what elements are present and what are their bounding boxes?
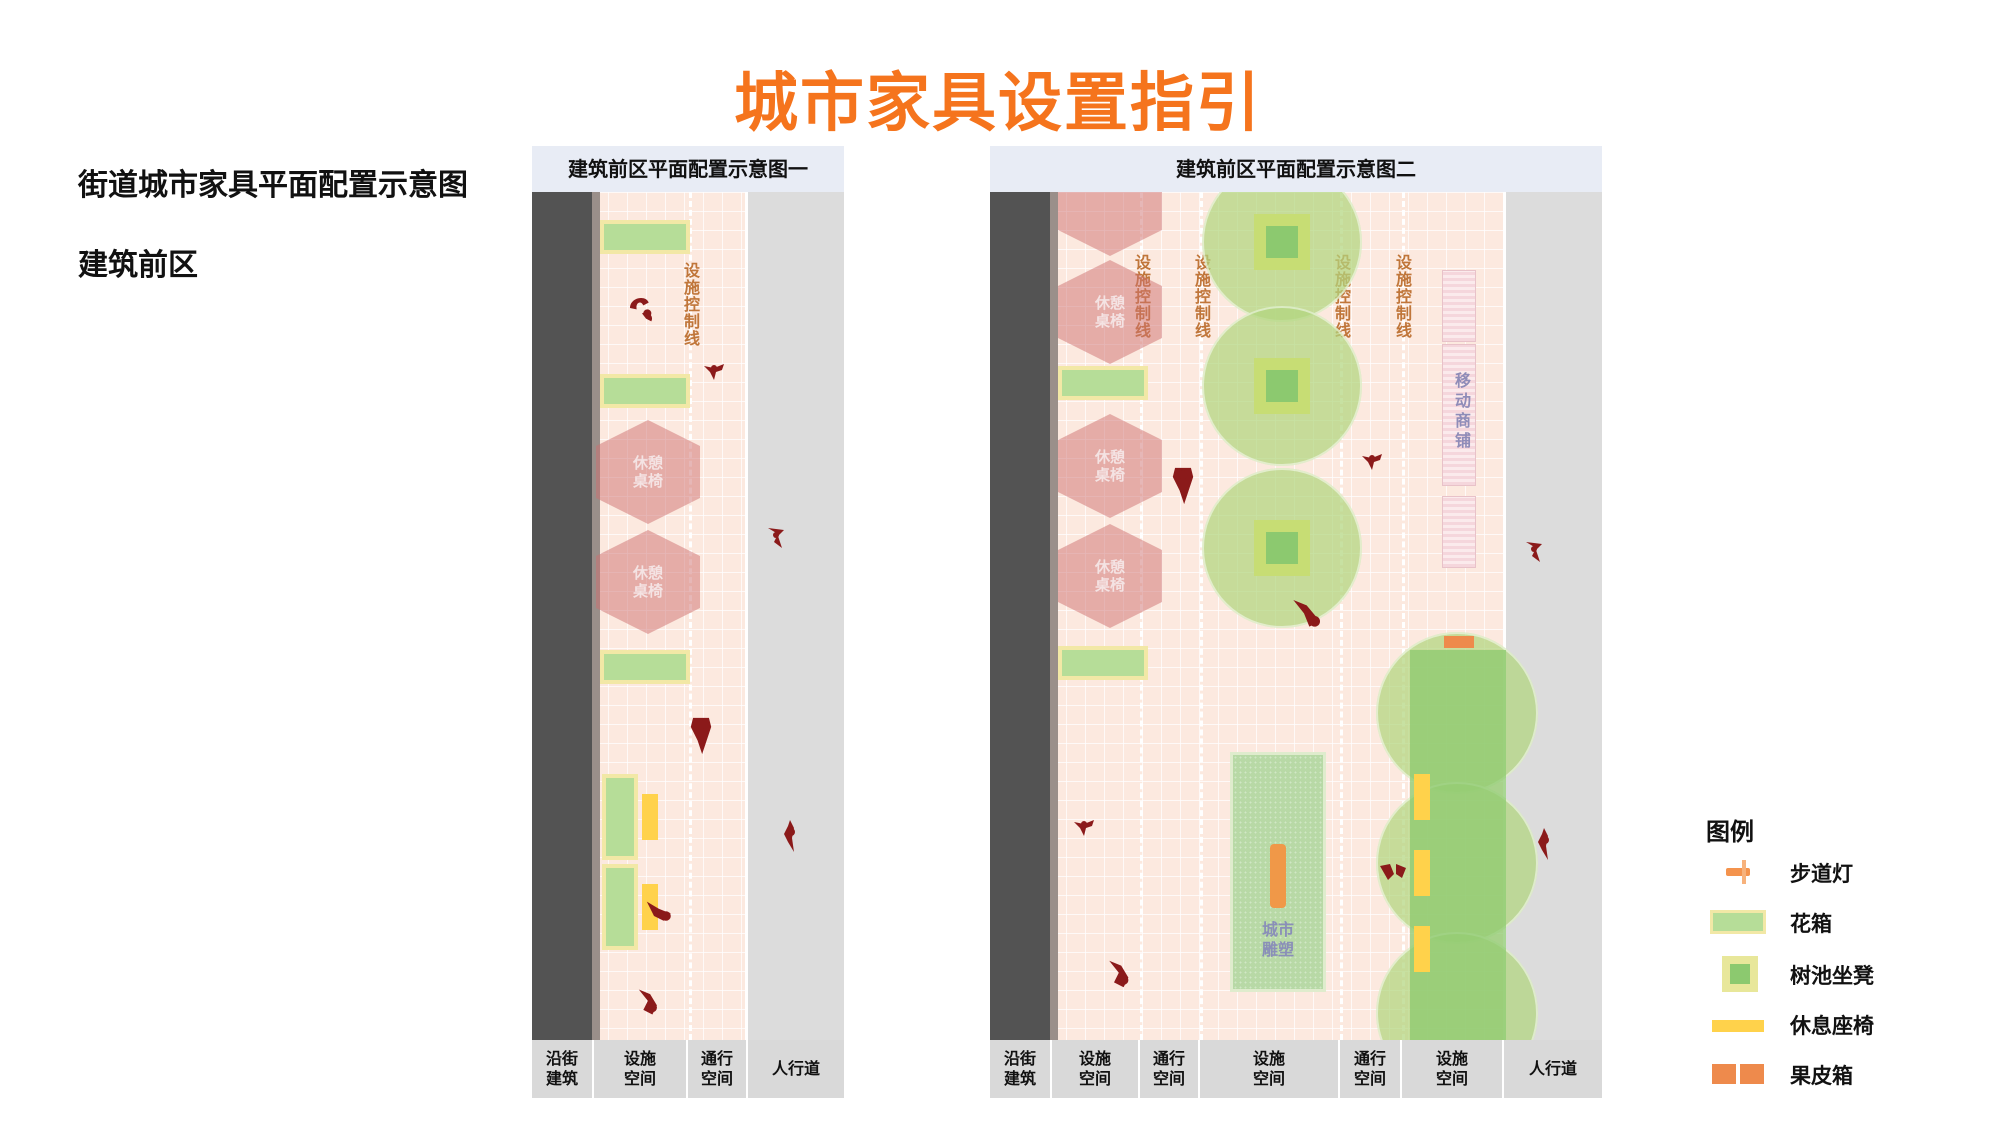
panel2-footer-facility: 设施 空间 — [1402, 1040, 1502, 1098]
tree-pit-bench — [1254, 358, 1310, 414]
panel2-footer-facility: 设施 空间 — [1200, 1040, 1338, 1098]
person-icon — [690, 717, 712, 755]
mobile-shop — [1442, 496, 1476, 568]
tree-pit-bench — [1254, 214, 1310, 270]
tree-pit-bench — [1254, 520, 1310, 576]
panel2-rest-table: 休憩 桌椅 — [1058, 524, 1162, 628]
person-icon — [638, 989, 657, 1015]
panel2-footer-sidewalk: 人行道 — [1504, 1040, 1602, 1098]
mobile-shop-label: 移动商铺 — [1452, 372, 1471, 452]
page-title: 城市家具设置指引 — [734, 67, 1262, 141]
panel2-rest-table: 休憩 桌椅 — [1058, 414, 1162, 518]
panel2-control-line — [1402, 192, 1405, 1040]
person-icon — [768, 528, 784, 548]
rest-table-label: 休憩 桌椅 — [632, 564, 663, 600]
person-icon — [1109, 960, 1129, 988]
legend-title: 图例 — [1706, 818, 1754, 846]
heading-street-furniture-plan: 街道城市家具平面配置示意图 — [78, 168, 468, 203]
sculpture-label: 城市 雕塑 — [1261, 920, 1294, 959]
panel1-control-line — [689, 192, 692, 1040]
street-lamp-icon-pole — [1742, 860, 1746, 884]
street-lamp-icon — [1726, 868, 1750, 876]
green-strip — [1410, 650, 1506, 1040]
panel2-bench — [1414, 926, 1430, 972]
panel2-control-line-label: 设施控制线 — [1393, 254, 1412, 339]
panel1-sidewalk — [748, 192, 844, 1040]
person-icon — [1172, 467, 1194, 505]
legend-label-tree-pit-bench: 树池坐凳 — [1790, 964, 1874, 988]
person-icon — [646, 901, 671, 921]
panel2-building — [990, 192, 1050, 1040]
rest-table-label: 休憩 桌椅 — [1094, 558, 1125, 594]
panel2-building-edge — [1050, 192, 1058, 1040]
panel2-flower-box — [1058, 366, 1148, 400]
tree-pit-bench-icon — [1722, 956, 1758, 992]
rest-table-shape — [1058, 414, 1162, 518]
person-icon — [784, 820, 795, 852]
panel2-walk-line — [1503, 192, 1506, 1040]
panel1-rest-table: 休憩 桌椅 — [596, 530, 700, 634]
rest-table-label: 休憩 桌椅 — [632, 454, 663, 490]
bench-icon — [1712, 1020, 1764, 1032]
panel1-footer-sidewalk: 人行道 — [748, 1040, 844, 1098]
mobile-shop — [1442, 270, 1476, 342]
rest-table-shape — [1058, 524, 1162, 628]
panel1-flower-box-vertical — [602, 774, 638, 860]
person-icon — [1380, 864, 1406, 880]
rest-table-label: 休憩 桌椅 — [1094, 294, 1125, 330]
panel2-control-line-label: 设施控制线 — [1192, 254, 1211, 339]
panel1-footer-building: 沿街 建筑 — [532, 1040, 592, 1098]
person-icon — [1526, 542, 1542, 562]
panel2-footer-passage: 通行 空间 — [1140, 1040, 1198, 1098]
panel2-control-line — [1140, 192, 1143, 1040]
panel1-building — [532, 192, 592, 1040]
panel1-flower-box-vertical — [602, 864, 638, 950]
trash-bin-icon — [1740, 1064, 1764, 1084]
heading-building-front-zone: 建筑前区 — [78, 248, 198, 283]
legend-label-flower-box: 花箱 — [1790, 912, 1832, 936]
panel2-flower-box — [1058, 646, 1148, 680]
person-icon — [1074, 820, 1094, 836]
rest-table-shape — [596, 420, 700, 524]
person-icon — [1293, 600, 1320, 627]
panel2-bench — [1414, 774, 1430, 820]
panel1-bench — [642, 794, 658, 840]
person-icon — [1538, 828, 1549, 860]
person-icon — [1362, 454, 1382, 470]
rest-table-shape — [1058, 192, 1162, 256]
panel1-flower-box — [600, 220, 690, 254]
panel1-control-line-label: 设施控制线 — [681, 262, 700, 347]
panel1-flower-box — [600, 650, 690, 684]
panel2-control-line — [1200, 192, 1203, 1040]
mobile-shop — [1442, 344, 1476, 486]
panel1-rest-table: 休憩 桌椅 — [596, 420, 700, 524]
rest-table-shape — [1058, 260, 1162, 364]
panel2-plan: 设施控制线 设施控制线 设施控制线 设施控制线 休憩 桌椅 休憩 桌椅 休憩 桌… — [990, 192, 1602, 1040]
panel2-bench — [1414, 850, 1430, 896]
panel1-plan: 设施控制线 休憩 桌椅 休憩 桌椅 — [532, 192, 844, 1040]
legend-label-street-lamp: 步道灯 — [1790, 862, 1853, 886]
trash-bin-icon — [1444, 636, 1474, 648]
legend-label-trash-bin: 果皮箱 — [1790, 1064, 1853, 1088]
panel2-footer-passage: 通行 空间 — [1340, 1040, 1400, 1098]
panel1-building-edge — [592, 192, 600, 1040]
sculpture-icon — [1270, 844, 1286, 908]
person-icon — [630, 298, 653, 322]
legend-label-bench: 休息座椅 — [1790, 1014, 1874, 1038]
panel1-footer-facility: 设施 空间 — [594, 1040, 686, 1098]
panel2-rest-table — [1058, 192, 1162, 256]
panel1-footer-passage: 通行 空间 — [688, 1040, 746, 1098]
trash-bin-icon — [1712, 1064, 1736, 1084]
flower-box-icon — [1710, 910, 1766, 934]
rest-table-label: 休憩 桌椅 — [1094, 448, 1125, 484]
panel2-footer-facility: 设施 空间 — [1052, 1040, 1138, 1098]
panel2-footer-building: 沿街 建筑 — [990, 1040, 1050, 1098]
panel1-flower-box — [600, 374, 690, 408]
panel2-header: 建筑前区平面配置示意图二 — [990, 146, 1602, 192]
panel1-walk-line — [745, 192, 748, 1040]
panel2-control-line — [1340, 192, 1343, 1040]
person-icon — [704, 364, 724, 380]
panel1-header: 建筑前区平面配置示意图一 — [532, 146, 844, 192]
panel2-rest-table: 休憩 桌椅 — [1058, 260, 1162, 364]
